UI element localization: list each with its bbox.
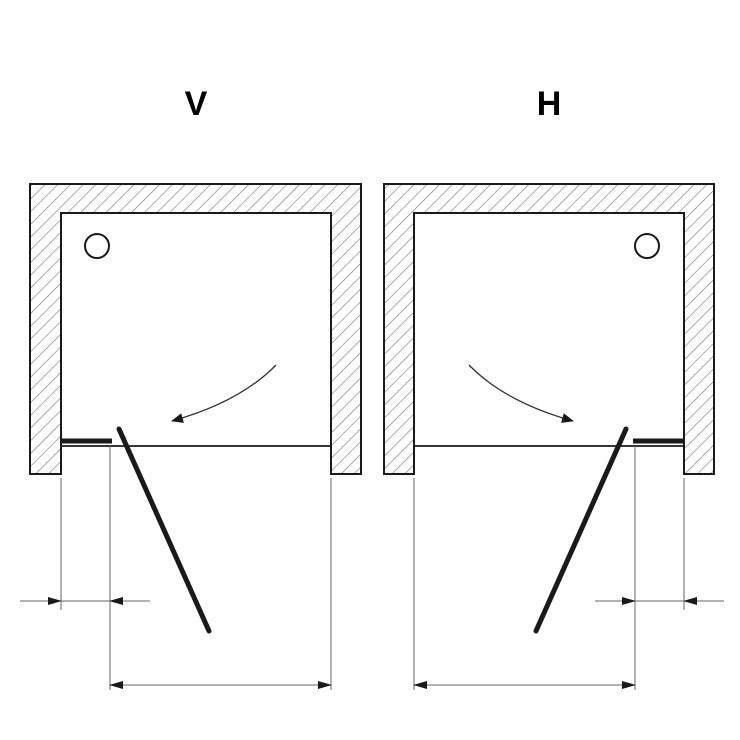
door-leaf	[116, 426, 212, 634]
variant-label: V	[185, 85, 208, 123]
shower-head-icon	[84, 233, 110, 259]
swing-arrow-icon	[468, 364, 574, 423]
shower-head-icon	[634, 233, 660, 259]
door-leaf	[533, 426, 629, 634]
dimension-extension-lines	[60, 446, 332, 690]
variant-h: H	[383, 85, 724, 690]
wall-enclosure	[383, 183, 715, 475]
variant-label: H	[537, 85, 562, 123]
swing-arrow-icon	[171, 364, 277, 423]
variant-v: V	[20, 85, 362, 690]
wall-enclosure	[29, 183, 362, 475]
dimension-extension-lines	[413, 446, 685, 690]
